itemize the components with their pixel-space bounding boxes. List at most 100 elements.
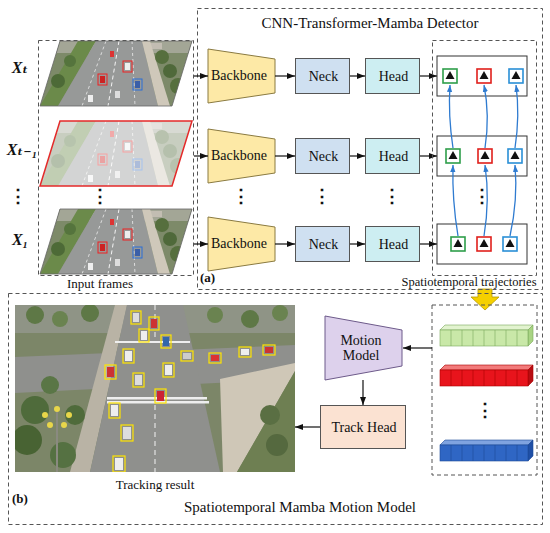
trajectory-group-outline	[398, 40, 542, 290]
tracking-result-photo	[90, 305, 220, 472]
tracking-result-photo	[121, 425, 133, 441]
flow-arrow	[275, 75, 295, 76]
backbone-block: Backbone	[208, 49, 275, 103]
feature-sequence-red	[440, 370, 528, 386]
tracking-result-photo	[107, 313, 273, 470]
frame-index: Xₜ	[12, 60, 29, 76]
neck-block: Neck	[295, 226, 350, 262]
tracked-object	[443, 69, 523, 251]
feature-sequence-blue	[440, 445, 528, 461]
tracking-result-photo	[109, 403, 120, 418]
backbone-block: Backbone	[208, 217, 275, 271]
frame-index: X₁	[12, 232, 28, 248]
tracked-object	[503, 237, 517, 251]
object-triangle	[481, 151, 490, 159]
block-label: Backbone	[211, 236, 267, 251]
input-frame	[40, 41, 192, 106]
tracking-result-photo	[66, 412, 72, 418]
ellipsis-mark: ⋮	[91, 187, 109, 205]
output-arrow	[420, 155, 437, 156]
tracked-object	[508, 149, 522, 163]
tracking-result-photo	[61, 422, 67, 428]
tracking-result-photo	[239, 347, 251, 357]
tracking-result-photo	[15, 305, 295, 472]
feature-sequence-red	[440, 365, 533, 370]
tracking-result-photo	[260, 405, 280, 425]
motion-model-block-outline	[325, 316, 402, 380]
tracking-result-photo	[209, 353, 221, 363]
panel-tag: (b)	[12, 492, 28, 506]
sequence-group	[432, 305, 537, 475]
image-caption: Tracking result	[116, 478, 195, 492]
flow-arrow	[350, 75, 365, 76]
block-label: Motion Model	[331, 333, 391, 364]
feature-sequence-blue	[440, 440, 533, 461]
backbone-block-outline	[208, 217, 275, 271]
detection-output	[437, 56, 527, 264]
panel-tag: (a)	[200, 271, 215, 285]
feature-sequence-green	[528, 325, 533, 346]
tracking-result-photo	[155, 389, 166, 403]
tracking-result-photo	[133, 373, 144, 387]
ellipsis-mark: ⋮	[313, 187, 331, 205]
flow-arrow	[194, 75, 208, 76]
trajectory-link	[449, 85, 517, 236]
tracked-object	[451, 237, 465, 251]
block-label: Neck	[309, 69, 339, 84]
block-label: Track Head	[331, 420, 396, 435]
tracking-result-photo	[115, 341, 190, 343]
tracking-result-photo	[123, 427, 131, 439]
trajectory-link	[449, 85, 453, 148]
tracking-result-photo	[272, 305, 288, 321]
neck-block: Neck	[295, 58, 350, 94]
feature-sequence-blue	[451, 445, 517, 461]
tracking-result-photo	[42, 412, 48, 418]
transition-arrow	[471, 289, 499, 310]
tracking-result-photo	[155, 405, 156, 472]
head-block: Head	[365, 226, 420, 262]
object-triangle	[446, 71, 521, 247]
motion-model-panel-outline	[8, 293, 543, 525]
ellipsis-mark: ⋮	[232, 187, 250, 205]
tracked-object	[477, 69, 491, 83]
trajectory-link	[510, 165, 516, 236]
detection-output	[437, 56, 527, 96]
feature-sequence-red	[528, 365, 533, 386]
tracking-result-photo	[133, 313, 139, 322]
tracking-result-photo	[47, 422, 53, 428]
feature-sequence-green	[440, 330, 528, 346]
tracking-result-photo	[135, 375, 142, 385]
tracking-result-photo	[125, 351, 132, 361]
sequence-arrow	[403, 347, 432, 348]
input-frame-highlighted	[40, 121, 192, 186]
tracking-result-photo	[15, 305, 295, 472]
tracked-object	[477, 237, 491, 251]
input-frames-group: Input frames	[38, 40, 194, 292]
tracking-result-photo	[181, 351, 193, 361]
input-frame	[40, 41, 192, 106]
tracking-result-photo	[65, 405, 85, 425]
trajectory-group: Spatiotemporal trajectories	[398, 40, 542, 290]
trajectory-link	[453, 165, 458, 236]
tracking-result-photo	[42, 406, 72, 428]
detector-panel-outline	[198, 9, 543, 290]
tracking-result-photo	[220, 363, 295, 472]
head-block: Head	[365, 138, 420, 174]
tracking-result-photo	[163, 363, 174, 377]
tracking-result-photo	[115, 458, 123, 470]
flow-arrow	[350, 243, 365, 244]
group-label: Spatiotemporal trajectories	[401, 276, 536, 290]
object-triangle	[454, 239, 463, 247]
tracking-result-photo	[139, 329, 149, 342]
tracking-result-photo	[131, 311, 141, 324]
tracking-result-photo	[149, 317, 159, 330]
group-label: Input frames	[67, 277, 133, 291]
backbone-block-outline	[208, 129, 275, 183]
input-frame-highlighted	[40, 121, 192, 186]
motion-model-panel: Spatiotemporal Mamba Motion Model(b)Trac…	[8, 293, 543, 525]
output-arrow	[420, 76, 437, 244]
head-block: Head	[365, 58, 420, 94]
block-label: Head	[379, 237, 409, 252]
input-frame	[40, 41, 192, 106]
